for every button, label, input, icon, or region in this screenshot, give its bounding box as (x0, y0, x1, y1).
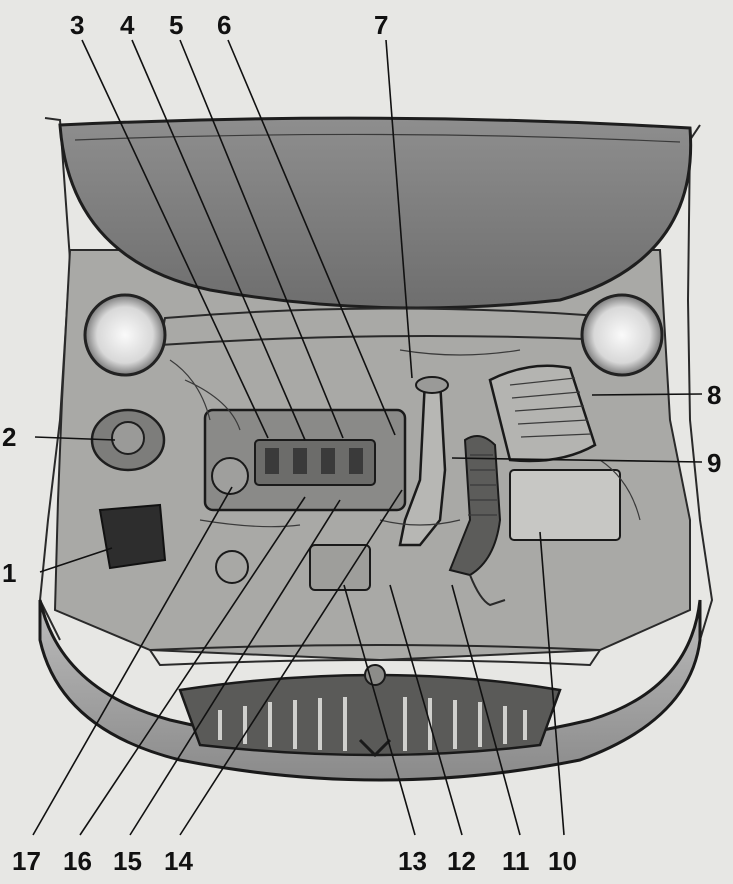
callout-14: 14 (164, 846, 193, 876)
washer-cap (215, 550, 249, 584)
callout-6: 6 (217, 10, 231, 40)
battery-area (98, 503, 167, 570)
left-strut-tower (83, 293, 167, 377)
oil-filler-cap (211, 457, 249, 495)
callout-4: 4 (120, 10, 135, 40)
fuse-box (509, 469, 621, 541)
callout-17: 17 (12, 846, 41, 876)
leader-3 (81, 39, 269, 439)
leader-8 (591, 393, 703, 396)
callout-8: 8 (707, 380, 721, 410)
brake-fluid-reservoir (309, 544, 371, 591)
callout-1: 1 (2, 558, 16, 588)
leader-4 (131, 39, 306, 441)
leader-12 (389, 584, 463, 836)
grille-emblem (358, 738, 392, 758)
leader-10 (539, 531, 565, 836)
callout-2: 2 (2, 422, 16, 452)
leader-14 (179, 489, 403, 836)
callout-16: 16 (63, 846, 92, 876)
front-crossmember (148, 644, 602, 667)
coolant-reservoir-cap (111, 421, 145, 455)
leader-9 (451, 457, 703, 463)
leader-15 (129, 499, 341, 836)
callout-9: 9 (707, 448, 721, 478)
hood-latch (364, 664, 386, 686)
leader-2 (34, 436, 116, 441)
intake-pipe (398, 378, 447, 547)
callout-11: 11 (502, 846, 530, 876)
callout-12: 12 (447, 846, 476, 876)
callout-3: 3 (70, 10, 84, 40)
callout-13: 13 (398, 846, 427, 876)
leader-5 (179, 39, 344, 439)
leader-17 (32, 486, 233, 836)
cylinder-head (254, 439, 376, 486)
leader-13 (343, 584, 416, 836)
radiator-hose (469, 574, 506, 607)
hose-ribs (468, 454, 497, 516)
callout-7: 7 (374, 10, 388, 40)
corrugated-hose (448, 435, 502, 577)
air-filter-ribs (509, 377, 592, 438)
air-filter-housing (488, 364, 597, 463)
leader-7 (385, 39, 413, 379)
intake-pipe-end (415, 376, 449, 394)
leader-1 (39, 547, 113, 573)
leader-lines (32, 39, 703, 836)
callout-5: 5 (169, 10, 183, 40)
ignition-coils (265, 448, 363, 474)
hood-edge (74, 133, 681, 143)
front-grille (178, 673, 562, 757)
callout-labels: 1 2 3 4 5 6 7 8 9 10 11 12 13 14 15 16 1… (2, 10, 721, 876)
grille-slats (218, 697, 527, 751)
callout-15: 15 (113, 846, 142, 876)
right-strut-tower (580, 293, 664, 377)
open-hood (58, 116, 693, 310)
leader-16 (79, 496, 306, 836)
leader-6 (227, 39, 396, 436)
leader-11 (451, 584, 521, 836)
callout-10: 10 (548, 846, 577, 876)
